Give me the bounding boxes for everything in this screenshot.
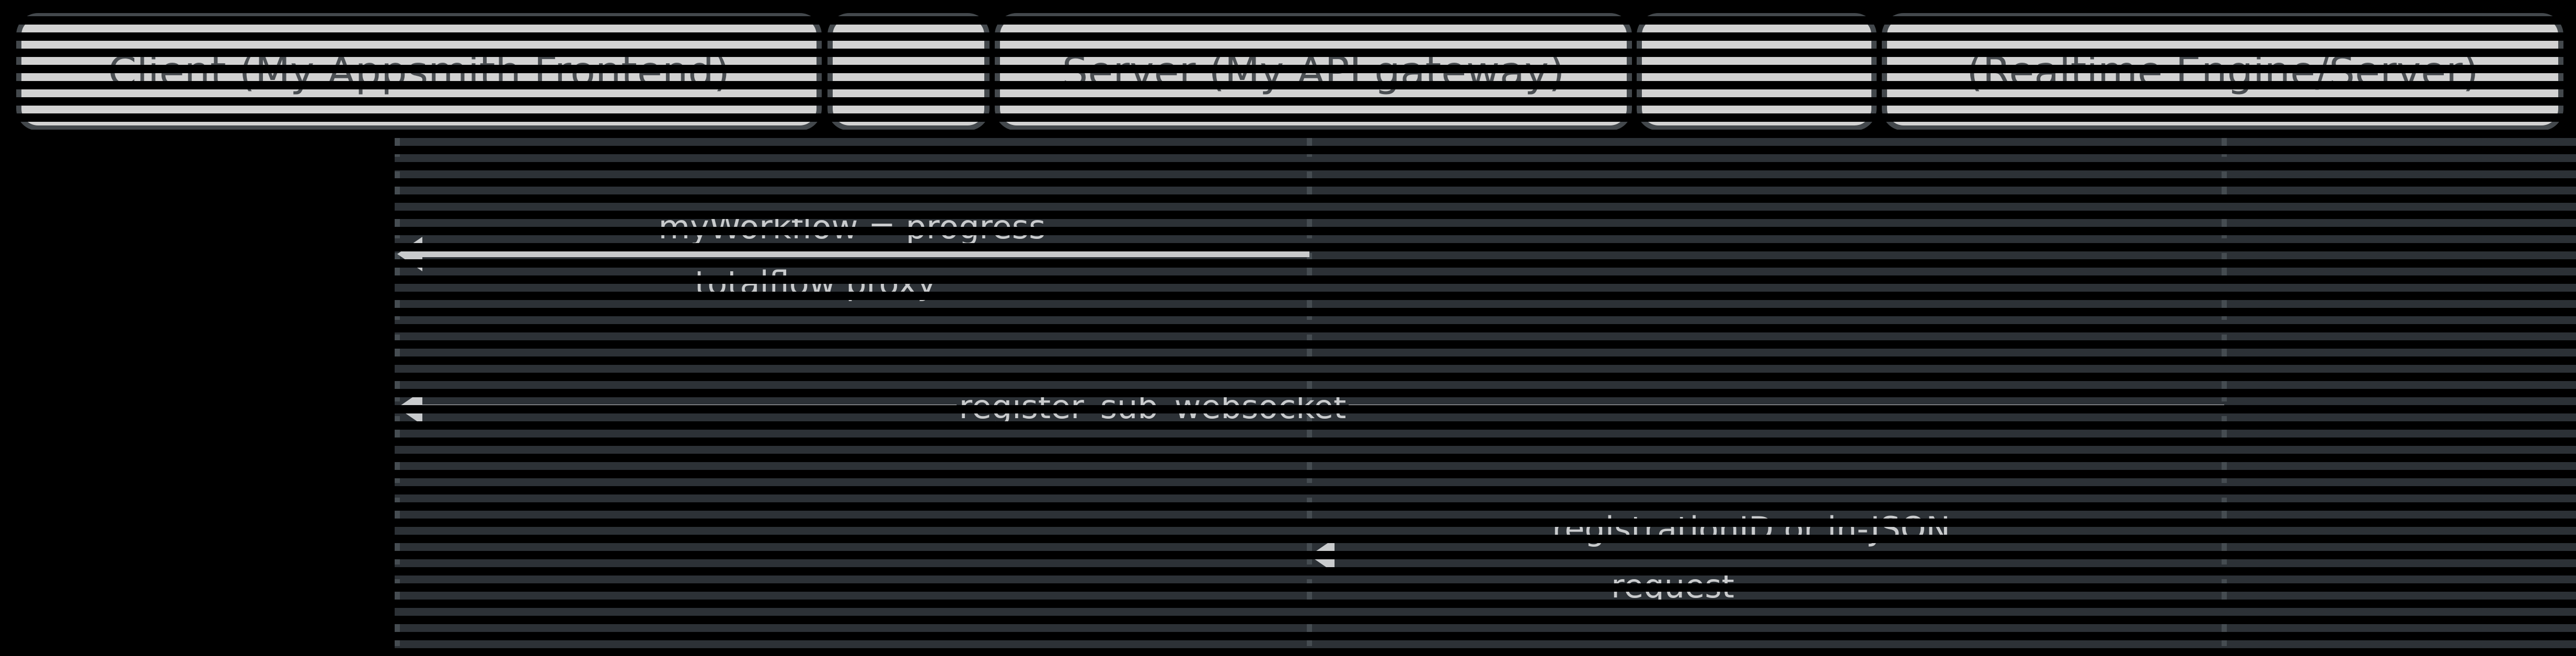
- arrowhead-left-icon: [397, 237, 422, 271]
- message-1-label-line-2: totalflow proxy: [694, 264, 937, 302]
- message-3-shaft: [1333, 553, 2224, 559]
- message-1-shaft: [421, 251, 1309, 257]
- participant-box-realtime-engine: (Realtime Engine/Server): [1882, 13, 2563, 131]
- arrowhead-left-icon: [397, 390, 422, 425]
- participant-box-server-gateway: Server (My API gateway): [995, 13, 1632, 131]
- message-2-shaft-left: [421, 405, 957, 411]
- lifeline-realtime-engine: [2222, 131, 2227, 656]
- participant-box-spacer-1: [827, 13, 990, 131]
- participant-label-realtime-engine: (Realtime Engine/Server): [1966, 48, 2479, 96]
- message-2-shaft-right: [1349, 405, 2224, 411]
- participant-label-server-gateway: Server (My API gateway): [1062, 48, 1565, 96]
- participant-label-client-frontend: Client (My Appsmith Frontend): [108, 48, 730, 96]
- message-1-label-line-1: myWorkflow = progress: [658, 208, 1046, 246]
- message-2-label-line-1: register_sub_websocket: [959, 388, 1347, 426]
- arrowhead-left-icon: [1309, 538, 1335, 573]
- message-3-label-line-2: request: [1611, 567, 1734, 605]
- participant-box-client-frontend: Client (My Appsmith Frontend): [16, 13, 822, 131]
- message-3-label-line-1: registrationID or in-JSON: [1552, 510, 1950, 548]
- participant-box-spacer-2: [1637, 13, 1877, 131]
